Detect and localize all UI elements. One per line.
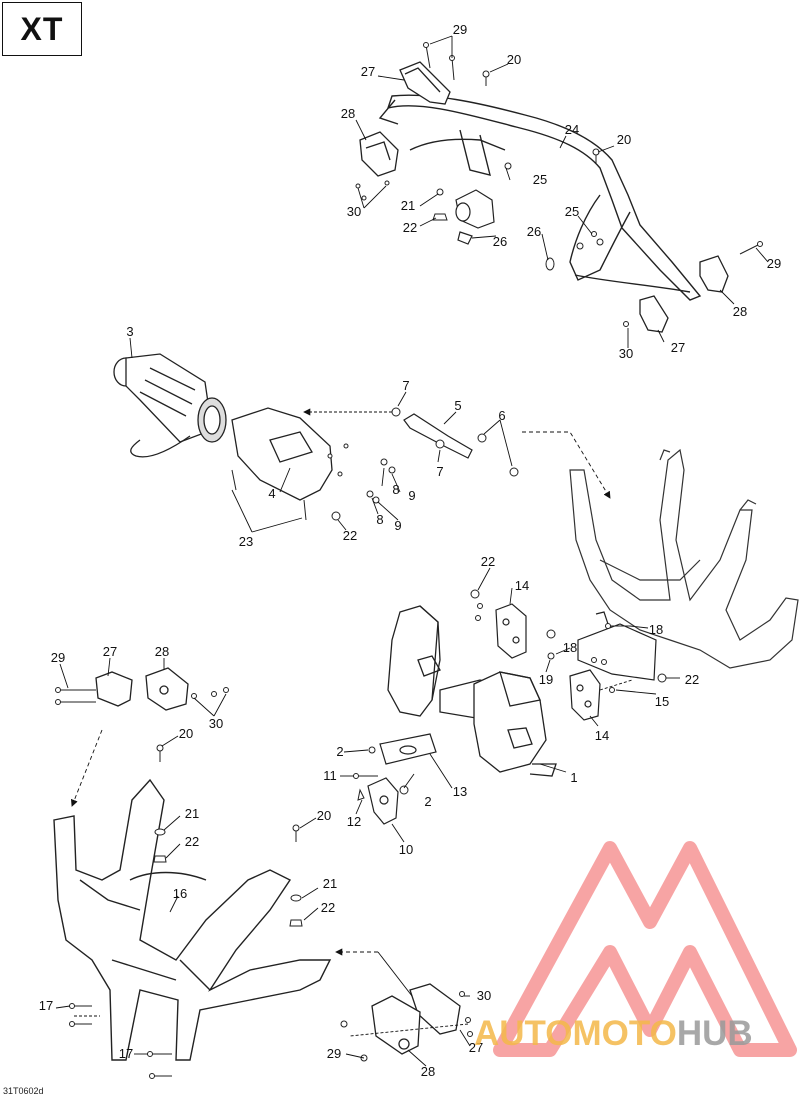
- callout-22: 22: [403, 220, 417, 235]
- callout-23: 23: [239, 534, 253, 549]
- callout-25: 25: [533, 172, 547, 187]
- mount-bracket-27-top: [399, 61, 451, 105]
- callout-labels: 29 20 27 24 20 28 21 30 22 25 25 26 26 2…: [39, 22, 781, 1079]
- mount-bracket-28-top: [359, 131, 399, 177]
- callout-21: 21: [185, 806, 199, 821]
- winch-motor-3: [113, 353, 227, 458]
- callout-30: 30: [477, 988, 491, 1003]
- callout-29: 29: [327, 1046, 341, 1061]
- watermark-brand-part2: HUB: [676, 1014, 753, 1053]
- mount-bracket-28-left: [145, 667, 189, 711]
- bracket-14-bottom: [569, 669, 601, 721]
- callout-18: 18: [563, 640, 577, 655]
- fasteners-top: [355, 42, 763, 327]
- callout-5: 5: [454, 398, 461, 413]
- callout-20: 20: [317, 808, 331, 823]
- callout-18: 18: [649, 622, 663, 637]
- callout-3: 3: [126, 324, 133, 339]
- leader-lines: [55, 35, 769, 1067]
- callout-14: 14: [515, 578, 529, 593]
- vehicle-frame: [569, 448, 799, 669]
- bracket-26: [455, 189, 495, 245]
- callout-27: 27: [361, 64, 375, 79]
- callout-26: 26: [527, 224, 541, 239]
- callout-13: 13: [453, 784, 467, 799]
- callout-20: 20: [617, 132, 631, 147]
- callout-30: 30: [619, 346, 633, 361]
- callout-24: 24: [565, 122, 579, 137]
- fasteners-center: [353, 589, 667, 801]
- callout-4: 4: [268, 486, 275, 501]
- callout-15: 15: [655, 694, 669, 709]
- callout-10: 10: [399, 842, 413, 857]
- callout-27: 27: [103, 644, 117, 659]
- callout-22: 22: [343, 528, 357, 543]
- callout-16: 16: [173, 886, 187, 901]
- callout-14: 14: [595, 728, 609, 743]
- watermark-text: AUTOMOTOHUB: [474, 1014, 753, 1054]
- callout-22: 22: [685, 672, 699, 687]
- model-label: XT: [20, 10, 64, 47]
- callout-29: 29: [453, 22, 467, 37]
- mount-bracket-27-right: [639, 295, 669, 333]
- callout-30: 30: [347, 204, 361, 219]
- callout-26: 26: [493, 234, 507, 249]
- bracket-14-top: [495, 603, 527, 659]
- mount-bracket-28-bottom: [371, 995, 421, 1055]
- bracket-5: [403, 413, 473, 459]
- rear-bumper-tube-24: [378, 94, 702, 301]
- callout-11: 11: [323, 768, 337, 783]
- callout-28: 28: [733, 304, 747, 319]
- callout-8: 8: [392, 482, 399, 497]
- mount-bracket-27-left: [95, 671, 133, 707]
- callout-17: 17: [39, 998, 53, 1013]
- callout-8: 8: [376, 512, 383, 527]
- callout-30: 30: [209, 716, 223, 731]
- hook-10: [367, 777, 399, 825]
- callout-27: 27: [469, 1040, 483, 1055]
- callout-19: 19: [539, 672, 553, 687]
- front-bumper-tube-16: [53, 778, 332, 1061]
- callout-1: 1: [570, 770, 577, 785]
- callout-6: 6: [498, 408, 505, 423]
- model-label-box: XT: [2, 2, 82, 56]
- callout-25: 25: [565, 204, 579, 219]
- callout-22: 22: [185, 834, 199, 849]
- callout-9: 9: [408, 488, 415, 503]
- callout-22: 22: [481, 554, 495, 569]
- callout-7: 7: [436, 464, 443, 479]
- callout-28: 28: [341, 106, 355, 121]
- callout-2: 2: [336, 744, 343, 759]
- bracket-15: [577, 611, 657, 681]
- callout-2: 2: [424, 794, 431, 809]
- callout-29: 29: [51, 650, 65, 665]
- winch-plate-4: [231, 407, 333, 501]
- callout-21: 21: [401, 198, 415, 213]
- plate-13: [379, 733, 437, 765]
- mount-bracket-28-right: [699, 255, 729, 293]
- callout-9: 9: [394, 518, 401, 533]
- watermark-brand-part1: AUTOMOTO: [474, 1014, 677, 1053]
- watermark-logo-icon: [493, 841, 797, 1057]
- callout-12: 12: [347, 814, 361, 829]
- fasteners-left: [55, 687, 473, 1079]
- callout-7: 7: [402, 378, 409, 393]
- callout-28: 28: [155, 644, 169, 659]
- callout-22: 22: [321, 900, 335, 915]
- figure-reference-code: 31T0602d: [3, 1086, 44, 1096]
- callout-29: 29: [767, 256, 781, 271]
- callout-20: 20: [179, 726, 193, 741]
- callout-28: 28: [421, 1064, 435, 1079]
- callout-17: 17: [119, 1046, 133, 1061]
- callout-20: 20: [507, 52, 521, 67]
- callout-27: 27: [671, 340, 685, 355]
- callout-21: 21: [323, 876, 337, 891]
